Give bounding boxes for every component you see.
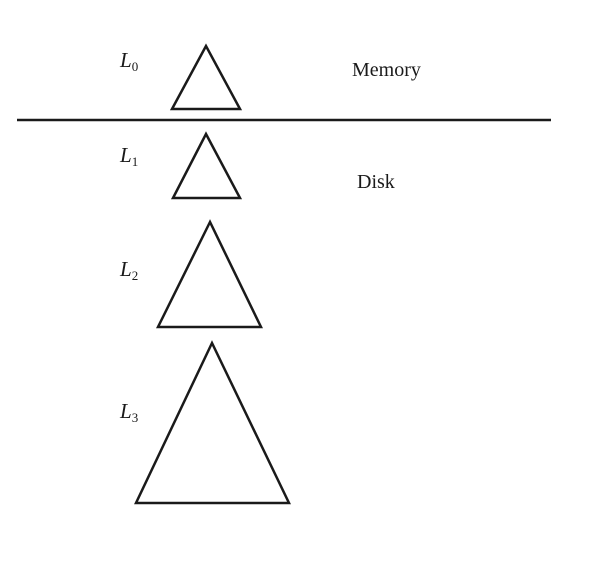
memory-label: Memory xyxy=(352,59,421,81)
level-2-index: 2 xyxy=(131,268,139,283)
level-2-label: L2 xyxy=(120,257,139,283)
level-1-triangle xyxy=(170,131,243,200)
level-0-triangle xyxy=(169,43,243,111)
disk-label: Disk xyxy=(357,171,395,193)
level-1-index: 1 xyxy=(131,154,139,169)
level-1-letter: L xyxy=(120,143,132,167)
level-0-label: L0 xyxy=(120,48,139,74)
level-1-label: L1 xyxy=(120,143,139,169)
level-3-label: L3 xyxy=(120,399,139,425)
level-0-index: 0 xyxy=(131,59,139,74)
level-0-letter: L xyxy=(120,48,132,72)
level-2-triangle xyxy=(155,219,263,329)
level-3-index: 3 xyxy=(131,410,139,425)
level-3-letter: L xyxy=(120,399,132,423)
level-3-triangle xyxy=(134,340,291,505)
level-2-letter: L xyxy=(120,257,132,281)
